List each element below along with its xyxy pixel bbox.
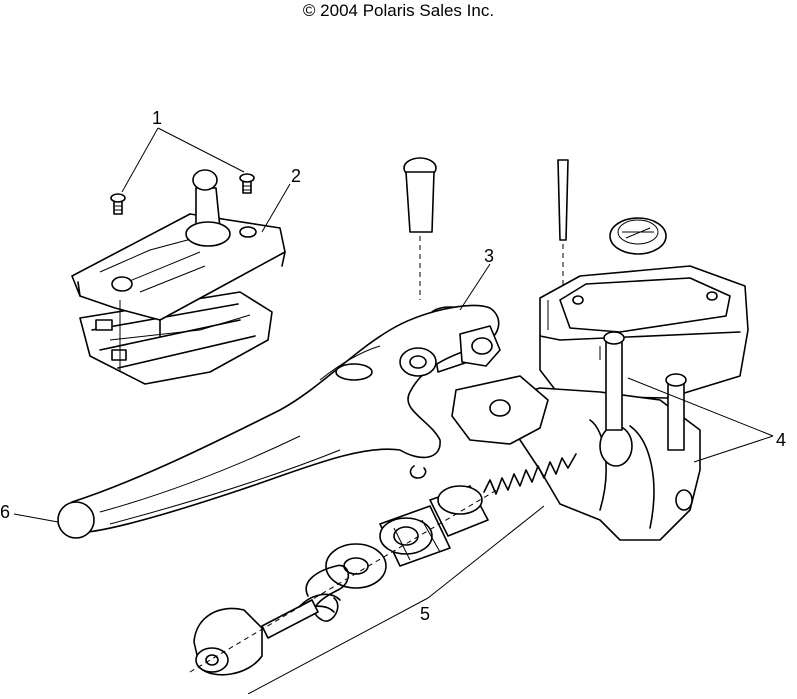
pivot-pin bbox=[403, 157, 437, 300]
callout-4: 4 bbox=[776, 430, 786, 450]
cover-screw-left bbox=[110, 193, 126, 215]
callout-3: 3 bbox=[484, 246, 494, 266]
push-rod-pin bbox=[557, 159, 569, 300]
callout-2: 2 bbox=[291, 166, 301, 186]
callout-1: 1 bbox=[152, 108, 162, 128]
cover-screw-right bbox=[239, 173, 255, 194]
brake-lever bbox=[57, 304, 501, 539]
master-cylinder-body bbox=[451, 265, 749, 541]
reservoir-cover-assembly bbox=[71, 169, 286, 385]
copyright-notice: © 2004 Polaris Sales Inc. bbox=[302, 1, 495, 20]
callout-5: 5 bbox=[420, 604, 430, 624]
callout-6: 6 bbox=[0, 502, 10, 522]
callout-leaders bbox=[13, 127, 774, 695]
piston-assembly bbox=[189, 453, 577, 676]
reservoir-cap bbox=[609, 217, 667, 255]
